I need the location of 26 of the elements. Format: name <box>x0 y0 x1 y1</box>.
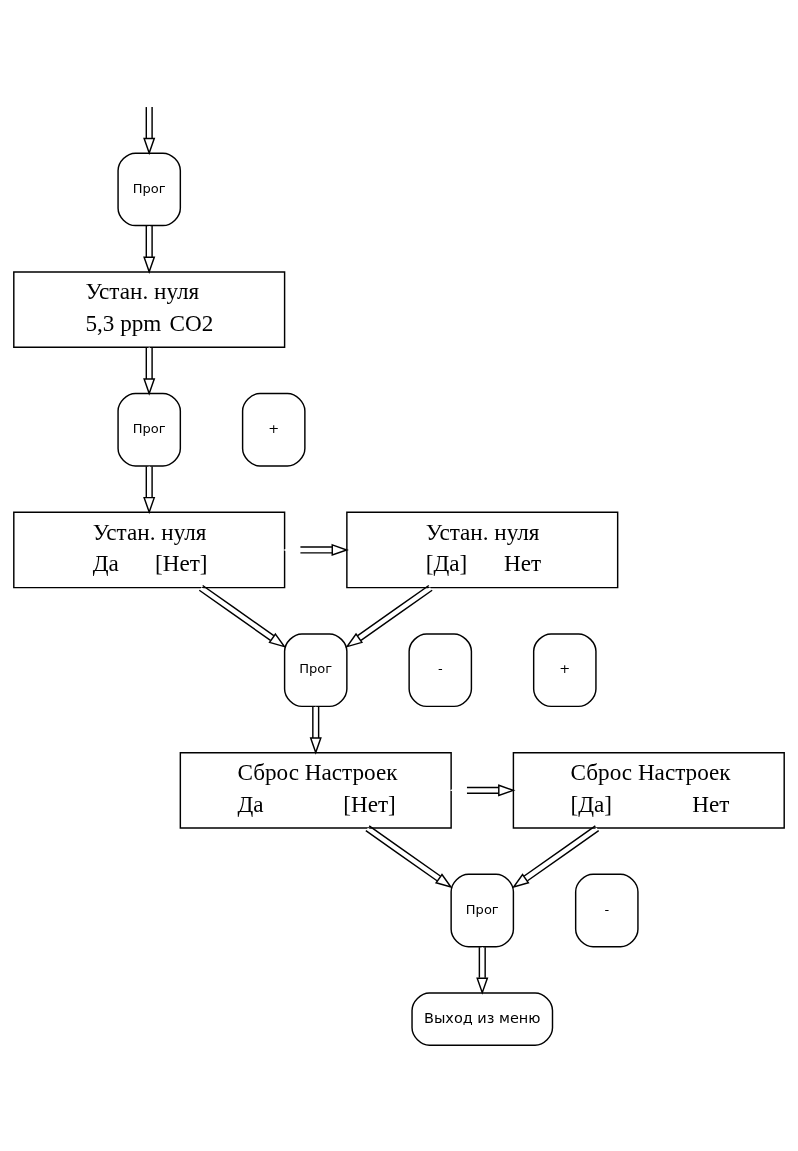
node-box: + <box>241 392 306 467</box>
node-box: Устан. нуля Да [Нет] <box>13 511 286 589</box>
arrow <box>198 584 287 648</box>
arrow <box>345 584 433 648</box>
node-box: Сброс Настроек Да [Нет] <box>179 751 452 829</box>
node-box: Устан. нуля [Да] Нет <box>346 511 619 589</box>
node-box: - <box>574 873 639 948</box>
arrow <box>143 346 156 396</box>
node-box: Выход из меню <box>411 992 554 1046</box>
node-box: Прог <box>117 392 182 467</box>
arrow <box>476 946 489 995</box>
arrow <box>143 106 156 156</box>
arrow <box>365 825 453 889</box>
node-box: Прог <box>283 633 348 708</box>
arrow <box>143 465 156 515</box>
node-box: + <box>532 633 597 708</box>
node-box: Прог <box>450 873 515 948</box>
node-box: Прог <box>117 152 182 227</box>
node-box: - <box>408 633 473 708</box>
node-box: Сброс Настроек [Да] Нет <box>512 751 785 829</box>
arrow <box>309 706 322 755</box>
arrow <box>282 543 349 557</box>
arrow <box>449 784 516 797</box>
arrow <box>143 225 156 274</box>
node-box: Устан. нуля 5,3 ppm CO2 <box>13 271 286 348</box>
arrow <box>511 825 600 889</box>
